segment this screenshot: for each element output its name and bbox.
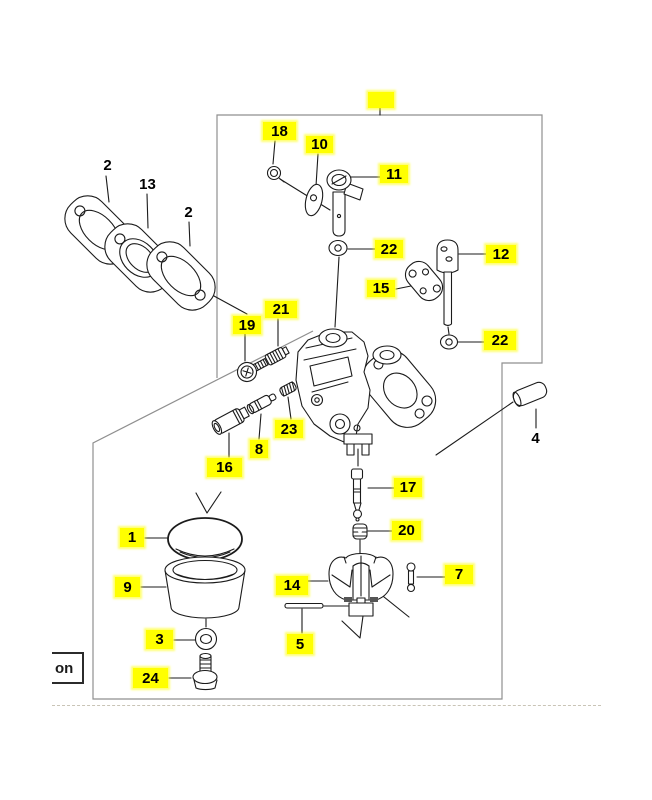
part-callout-23[interactable]: 23 [275, 420, 303, 438]
part-callout-22[interactable]: 22 [484, 331, 516, 350]
selection-button-partial[interactable]: on [52, 652, 84, 684]
washer-drawing-3 [194, 627, 218, 651]
part-callout-18[interactable]: 18 [263, 122, 296, 140]
part-callout-4[interactable]: 4 [531, 429, 540, 447]
washer-drawing-22-upper [328, 239, 348, 257]
part-callout-3[interactable]: 3 [146, 630, 173, 649]
part-callout-24[interactable]: 24 [133, 668, 168, 688]
plunger-drawing-12 [436, 239, 459, 327]
page-separator-line [52, 705, 601, 706]
screw-drawing-18 [266, 165, 285, 183]
choke-plate-drawing-10 [304, 183, 324, 217]
gasket-drawing-bottom [146, 241, 216, 311]
part-callout-8[interactable]: 8 [250, 440, 268, 458]
float-drawing-14 [328, 552, 394, 617]
part-callout-14[interactable]: 14 [276, 576, 308, 595]
part-callout-2[interactable]: 2 [184, 204, 193, 221]
screw-drawing-8 [246, 393, 277, 415]
part-callout-5[interactable]: 5 [287, 634, 313, 654]
part-callout-22[interactable]: 22 [375, 240, 403, 258]
float-bowl-drawing-9 [164, 556, 246, 619]
plate-drawing-15 [404, 260, 444, 302]
part-callout-1[interactable]: 1 [120, 528, 144, 547]
part-callout-17[interactable]: 17 [394, 478, 422, 497]
screw-drawing-24 [192, 652, 218, 691]
part-callout-19[interactable]: 19 [233, 316, 261, 334]
jet-drawing-21 [264, 346, 290, 366]
part-callout-20[interactable]: 20 [392, 521, 421, 540]
part-callout-10[interactable]: 10 [306, 136, 333, 153]
part-callout-7[interactable]: 7 [445, 565, 473, 584]
valve-drawing-16 [211, 406, 250, 435]
carburetor-body-drawing [295, 328, 437, 456]
part-callout-15[interactable]: 15 [367, 280, 395, 297]
part-callout-2[interactable]: 2 [103, 157, 112, 174]
screw-drawing-19 [236, 358, 269, 383]
spring-drawing-23 [279, 381, 297, 397]
needle-drawing-17 [350, 468, 364, 522]
part-callout-9[interactable]: 9 [115, 577, 140, 597]
part-callout-16[interactable]: 16 [207, 458, 242, 477]
nut-drawing-20 [352, 523, 368, 540]
part-callout-13[interactable]: 13 [139, 175, 156, 193]
part-callout-12[interactable]: 12 [486, 245, 516, 263]
diagram-border [92, 114, 543, 700]
choke-shaft-drawing-11 [326, 169, 364, 237]
washer-drawing-22-lower [439, 334, 459, 350]
pin-drawing-7 [406, 562, 416, 593]
gasket-drawing-5 [284, 602, 324, 609]
cylinder-drawing-4 [512, 381, 548, 407]
part-callout-11[interactable]: 11 [380, 165, 408, 183]
part-callout-21[interactable]: 21 [265, 301, 297, 318]
part-callout-assembly[interactable] [368, 92, 394, 108]
